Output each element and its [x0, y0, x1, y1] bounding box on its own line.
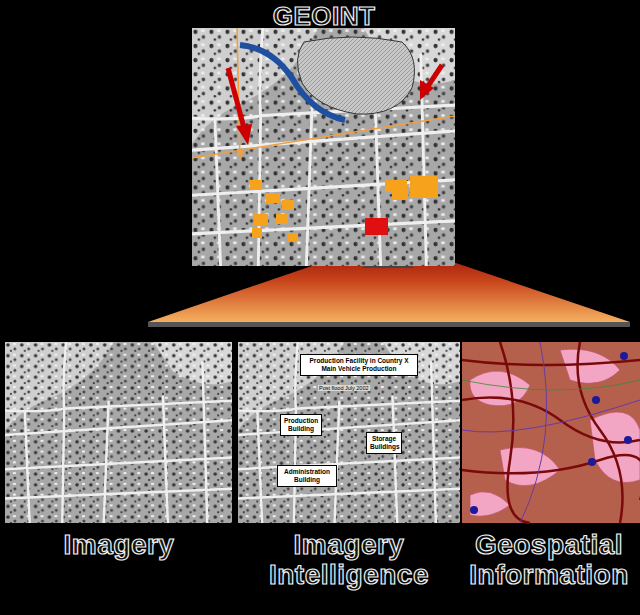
- imagery-intelligence-panel: Imagery Intelligence Production Facility …: [238, 340, 460, 612]
- annotation-box: Administration Building: [277, 465, 337, 487]
- panel-caption: GEOINT: [190, 2, 458, 30]
- annotation-box: Storage Buildings: [366, 432, 402, 454]
- annotation-text: Storage Buildings: [370, 435, 400, 450]
- annotation-text: Production Facility in Country X Main Ve…: [310, 357, 409, 372]
- panel-caption: Imagery Intelligence: [238, 530, 460, 590]
- annotation-box: Production Building: [280, 414, 322, 436]
- annotation-text: Production Building: [284, 417, 318, 432]
- geoint-panel: GEOINT: [190, 0, 458, 268]
- imagery-panel: Imagery: [5, 340, 233, 612]
- annotation-box: Production Facility in Country X Main Ve…: [300, 354, 418, 376]
- geospatial-panel: Geospatial Information: [462, 340, 640, 612]
- panel-caption: Imagery: [5, 530, 233, 560]
- panel-caption: Geospatial Information: [462, 530, 640, 590]
- annotation-text: Administration Building: [284, 468, 330, 483]
- image-date-label: Post flood July 2002: [318, 385, 370, 391]
